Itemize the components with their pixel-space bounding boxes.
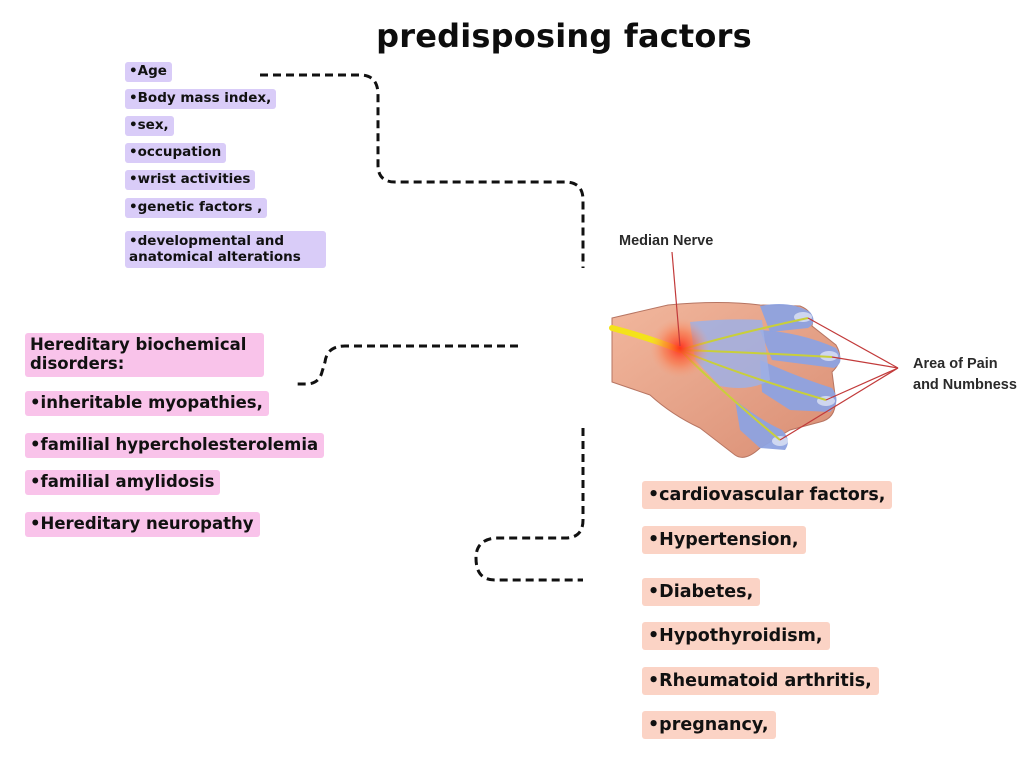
systemic-item-cardiovascular: •cardiovascular factors, [642,481,893,510]
hereditary-item-neuropathy: •Hereditary neuropathy [25,512,260,537]
personal-factor-bmi: •Body mass index, [125,89,277,109]
connector-middle [296,344,518,386]
systemic-item-hypertension: •Hypertension, [642,526,806,555]
pain-highlight [650,318,710,378]
hand-radial-palm [690,319,770,388]
pointer-area-2 [831,356,899,369]
fingernail-4 [772,436,788,446]
systemic-item-hypothyroidism: •Hypothyroidism, [642,622,830,651]
hereditary-heading: Hereditary biochemical disorders: [25,333,264,377]
pointer-median-nerve [671,251,681,347]
pointer-area-1 [807,317,899,369]
connector-top [260,73,585,268]
hereditary-item-hypercholesterolemia: •familial hypercholesterolemia [25,433,325,458]
personal-factor-occupation: •occupation [125,143,227,163]
personal-factor-age: •Age [125,62,172,82]
label-area-line2: and Numbness [913,377,1017,393]
hereditary-item-myopathies: •inheritable myopathies, [25,391,269,416]
personal-factor-sex: •sex, [125,116,174,136]
personal-factor-genetic: •genetic factors , [125,198,268,218]
diagram-title: predisposing factors [376,17,752,55]
hand-finger-middle [760,330,841,368]
systemic-item-diabetes: •Diabetes, [642,578,761,607]
pointer-area-3 [825,367,899,401]
label-area-line1: Area of Pain [913,356,998,372]
pointer-area-4 [779,367,899,441]
systemic-item-rheumatoid-arthritis: •Rheumatoid arthritis, [642,667,879,696]
systemic-item-pregnancy: •pregnancy, [642,711,776,740]
personal-factor-wrist-activities: •wrist activities [125,170,256,190]
label-median-nerve: Median Nerve [619,233,713,249]
hereditary-item-amylidosis: •familial amylidosis [25,470,221,495]
connector-bottom [474,428,585,582]
personal-factor-developmental: •developmental and anatomical alteration… [125,231,326,269]
hand-illustration: Median Nerve Area of Pain and Numbness [609,233,1017,458]
hand-finger-ring [760,360,837,412]
